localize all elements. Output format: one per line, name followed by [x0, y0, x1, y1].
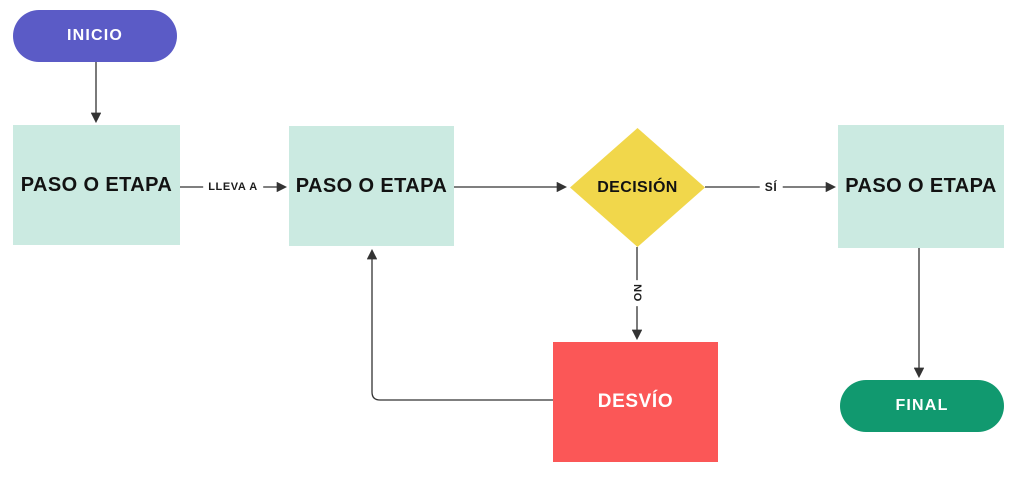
edge-label-lleva-a: LLEVA A — [203, 180, 263, 194]
start-node: INICIO — [13, 10, 177, 62]
edge-label-no: NO — [630, 280, 644, 306]
deviation-node-label: DESVÍO — [597, 391, 674, 412]
step-node-1: PASO O ETAPA — [13, 125, 180, 245]
step-node-1-label: PASO O ETAPA — [20, 173, 173, 196]
end-node-label: FINAL — [895, 397, 949, 414]
decision-node-label: DECISIÓN — [597, 178, 678, 196]
edge-desvio-to-paso2 — [366, 248, 553, 401]
step-node-2-label: PASO O ETAPA — [295, 174, 448, 197]
step-node-2: PASO O ETAPA — [289, 126, 454, 246]
step-node-3: PASO O ETAPA — [838, 125, 1004, 248]
start-node-label: INICIO — [66, 27, 124, 44]
step-node-3-label: PASO O ETAPA — [845, 175, 997, 197]
end-node: FINAL — [840, 380, 1004, 432]
deviation-node: DESVÍO — [553, 342, 718, 462]
edge-label-si: SÍ — [759, 179, 783, 195]
